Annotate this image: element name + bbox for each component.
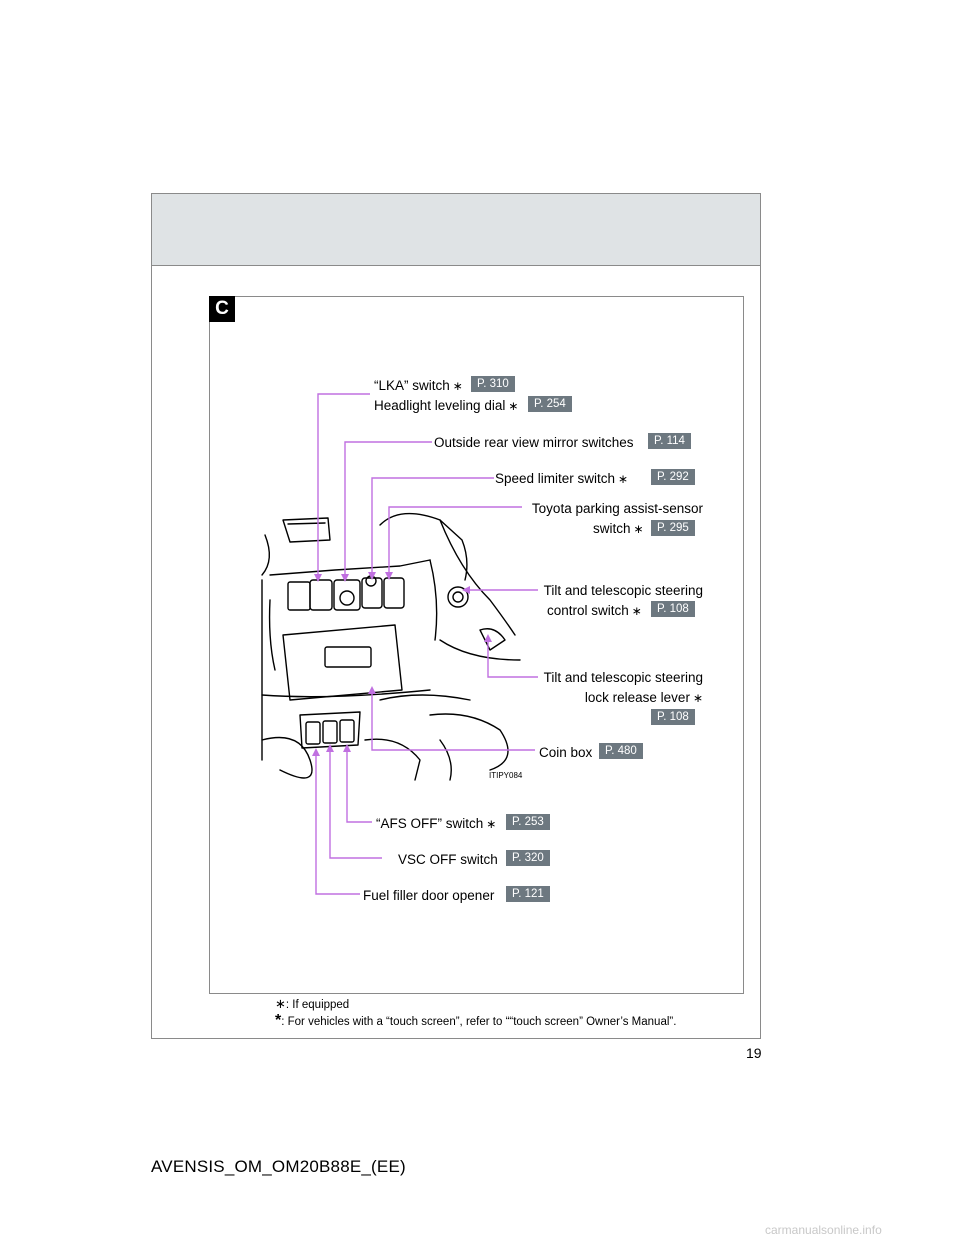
illustration-panel [209, 296, 744, 994]
fuel-filler-label: Fuel filler door opener [363, 888, 495, 903]
vsc-off-page-ref[interactable]: P. 320 [506, 850, 550, 866]
page-number: 19 [746, 1045, 762, 1061]
tilt-switch-label-line1: Tilt and telescopic steering [543, 583, 703, 598]
fuel-filler-page-ref[interactable]: P. 121 [506, 886, 550, 902]
tilt-switch-page-ref[interactable]: P. 108 [651, 601, 695, 617]
section-letter-badge: C [209, 296, 235, 322]
parking-assist-page-ref[interactable]: P. 295 [651, 520, 695, 536]
footnote-if-equipped: ∗: If equipped [275, 996, 350, 1011]
tilt-lever-label-line1: Tilt and telescopic steering [543, 670, 703, 685]
vsc-off-label: VSC OFF switch [398, 852, 498, 867]
afs-off-label: “AFS OFF” switch∗ [376, 816, 497, 831]
afs-off-page-ref[interactable]: P. 253 [506, 814, 550, 830]
coin-box-label: Coin box [539, 745, 593, 760]
tilt-lever-label-line2: lock release lever∗ [584, 690, 703, 705]
page-frame [151, 193, 761, 1039]
tilt-lever-page-ref[interactable]: P. 108 [651, 709, 695, 725]
mirror-switches-label: Outside rear view mirror switches [434, 435, 634, 450]
illustration-code: ITIPY084 [489, 771, 523, 780]
footnote-touch-screen: *: For vehicles with a “touch screen”, r… [275, 1012, 677, 1029]
coin-box-page-ref[interactable]: P. 480 [599, 743, 643, 759]
lka-switch-label: “LKA” switch∗ [374, 378, 463, 393]
parking-assist-label-line2: switch∗ [593, 521, 644, 536]
speed-limiter-page-ref[interactable]: P. 292 [651, 469, 695, 485]
watermark: carmanualsonline.info [765, 1223, 882, 1237]
tilt-switch-label-line2: control switch∗ [547, 603, 642, 618]
lka-page-ref[interactable]: P. 310 [471, 376, 515, 392]
header-band [152, 194, 760, 266]
mirror-page-ref[interactable]: P. 114 [648, 433, 691, 449]
parking-assist-label-line1: Toyota parking assist-sensor [531, 501, 703, 516]
headlight-page-ref[interactable]: P. 254 [528, 396, 572, 412]
headlight-leveling-label: Headlight leveling dial∗ [374, 398, 519, 413]
speed-limiter-label: Speed limiter switch∗ [495, 471, 629, 486]
document-code: AVENSIS_OM_OM20B88E_(EE) [151, 1157, 406, 1176]
